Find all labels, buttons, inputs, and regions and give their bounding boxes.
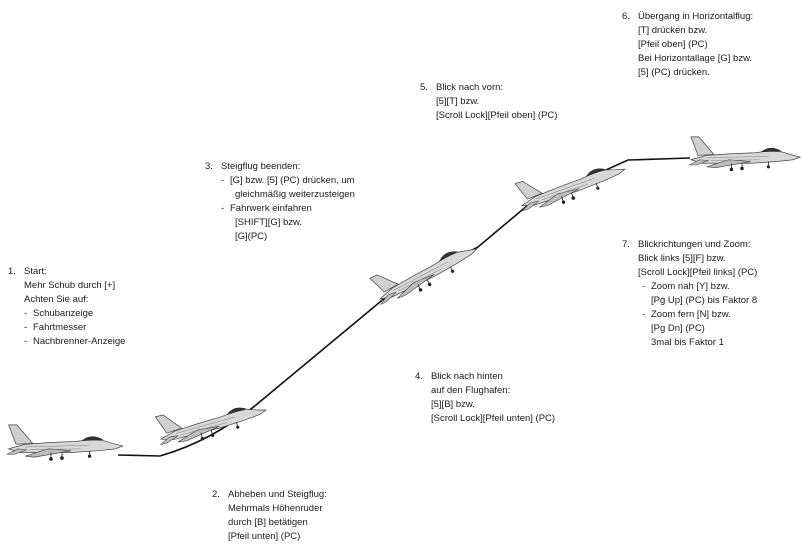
step-text: [Scroll Lock][Pfeil links] (PC): [638, 267, 758, 278]
step-text: Abheben und Steigflug:: [228, 489, 327, 500]
flight-path-line: [117, 157, 691, 457]
step-7: 7. Blickrichtungen und Zoom: Blick links…: [622, 238, 757, 350]
bullet-item: -Zoom fern [N] bzw.: [642, 309, 731, 320]
step-text: Achten Sie auf:: [24, 294, 89, 305]
step-text: [Pg Up] (PC) bis Faktor 8: [651, 295, 758, 306]
bullet-item: -Nachbrenner-Anzeige: [24, 336, 126, 347]
jet-on-runway: [6, 424, 124, 462]
step-text: gleichmäßig weiterzusteigen: [235, 189, 355, 200]
step-text: [Pfeil oben] (PC): [638, 39, 708, 50]
step-text: [Scroll Lock][Pfeil oben] (PC): [436, 110, 558, 121]
step-text: Blickrichtungen und Zoom:: [638, 239, 751, 250]
bullet-item: -Zoom nah [Y] bzw.: [642, 281, 730, 292]
step-5: 5. Blick nach vorn: [5][T] bzw. [Scroll …: [420, 81, 557, 123]
bullet-item: -Schubanzeige: [24, 308, 94, 319]
jet-climb: [367, 230, 484, 311]
step-3: 3. Steigflug beenden: -[G] bzw. [5] (PC)…: [205, 160, 355, 244]
step-number: 3.: [205, 161, 213, 172]
step-text: Mehr Schub durch [+]: [24, 280, 116, 291]
step-text: 3mal bis Faktor 1: [651, 337, 724, 348]
step-text: [T] drücken bzw.: [638, 25, 708, 36]
step-text: [Pfeil unten] (PC): [228, 531, 301, 542]
step-number: 1.: [8, 266, 16, 277]
step-6: 6. Übergang in Horizontalflug: [T] drück…: [622, 10, 753, 80]
step-text: [Scroll Lock][Pfeil unten] (PC): [431, 413, 556, 424]
step-number: 2.: [212, 489, 220, 500]
jet-climb-upper: [512, 149, 630, 218]
step-text: [5][B] bzw.: [431, 399, 475, 410]
step-text: Blick nach vorn:: [436, 82, 504, 93]
step-text: Blick links [5][F] bzw.: [638, 253, 726, 264]
step-1: 1. Start: Mehr Schub durch [+] Achten Si…: [8, 265, 125, 349]
step-number: 5.: [420, 82, 428, 93]
step-number: 4.: [415, 371, 423, 382]
step-text: Start:: [24, 266, 47, 277]
step-text: [SHIFT][G] bzw.: [235, 217, 303, 228]
step-2: 2. Abheben und Steigflug: Mehrmals Höhen…: [212, 488, 327, 544]
bullet-item: -Fahrwerk einfahren: [221, 203, 312, 214]
bullet-item: -Fahrtmesser: [24, 322, 87, 333]
step-text: Blick nach hinten: [431, 371, 503, 382]
step-4: 4. Blick nach hinten auf den Flughafen: …: [415, 370, 555, 426]
step-text: durch [B] betätigen: [228, 517, 308, 528]
step-number: 6.: [622, 11, 630, 22]
step-text: Übergang in Horizontalflug:: [638, 11, 754, 22]
jet-takeoff: [153, 390, 270, 452]
step-text: Bei Horizontallage [G] bzw.: [638, 53, 753, 64]
step-text: [Pg Dn] (PC): [651, 323, 705, 334]
bullet-item: -[G] bzw. [5] (PC) drücken, um: [221, 175, 355, 186]
step-text: Steigflug beenden:: [221, 161, 301, 172]
step-text: auf den Flughafen:: [431, 385, 511, 396]
step-number: 7.: [622, 239, 630, 250]
step-text: [G](PC): [235, 231, 268, 242]
step-text: [5] (PC) drücken.: [638, 67, 710, 78]
step-text: [5][T] bzw.: [436, 96, 480, 107]
jet-level-flight: [688, 136, 801, 172]
step-text: Mehrmals Höhenruder: [228, 503, 323, 514]
